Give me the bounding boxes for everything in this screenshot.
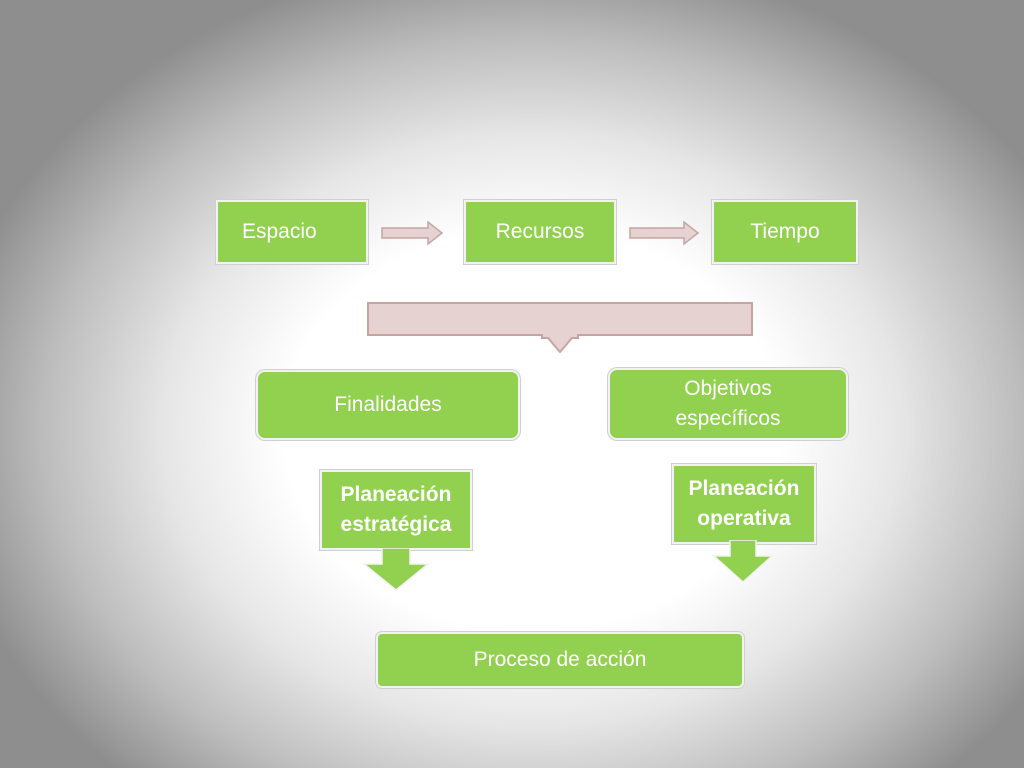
planeacion-operativa-label: Planeación operativa xyxy=(688,477,800,530)
recursos-label: Recursos xyxy=(495,220,585,243)
planeacion-estrategica-box: Planeación estratégica xyxy=(320,470,472,550)
finalidades-label: Finalidades xyxy=(334,393,442,416)
tiempo-label: Tiempo xyxy=(750,220,820,243)
planeacion-operativa-box: Planeación operativa xyxy=(672,464,816,544)
espacio-label: Espacio xyxy=(242,220,317,243)
planeacion-estrategica-label: Planeación estratégica xyxy=(340,483,452,536)
objetivos-label: Objetivos específicos xyxy=(675,377,781,430)
collector-arrow-down-icon xyxy=(367,302,753,354)
proceso-de-accion-box: Proceso de acción xyxy=(376,632,744,688)
arrow-right-icon xyxy=(381,220,444,246)
proceso-de-accion-label: Proceso de acción xyxy=(473,648,647,671)
espacio-box: Espacio xyxy=(216,200,368,264)
finalidades-box: Finalidades xyxy=(256,370,520,440)
recursos-box: Recursos xyxy=(464,200,616,264)
tiempo-box: Tiempo xyxy=(712,200,858,264)
objetivos-box: Objetivos específicos xyxy=(608,368,848,440)
green-arrow-down-icon xyxy=(712,540,774,584)
green-arrow-down-icon xyxy=(362,548,430,591)
arrow-right-icon xyxy=(629,220,700,246)
